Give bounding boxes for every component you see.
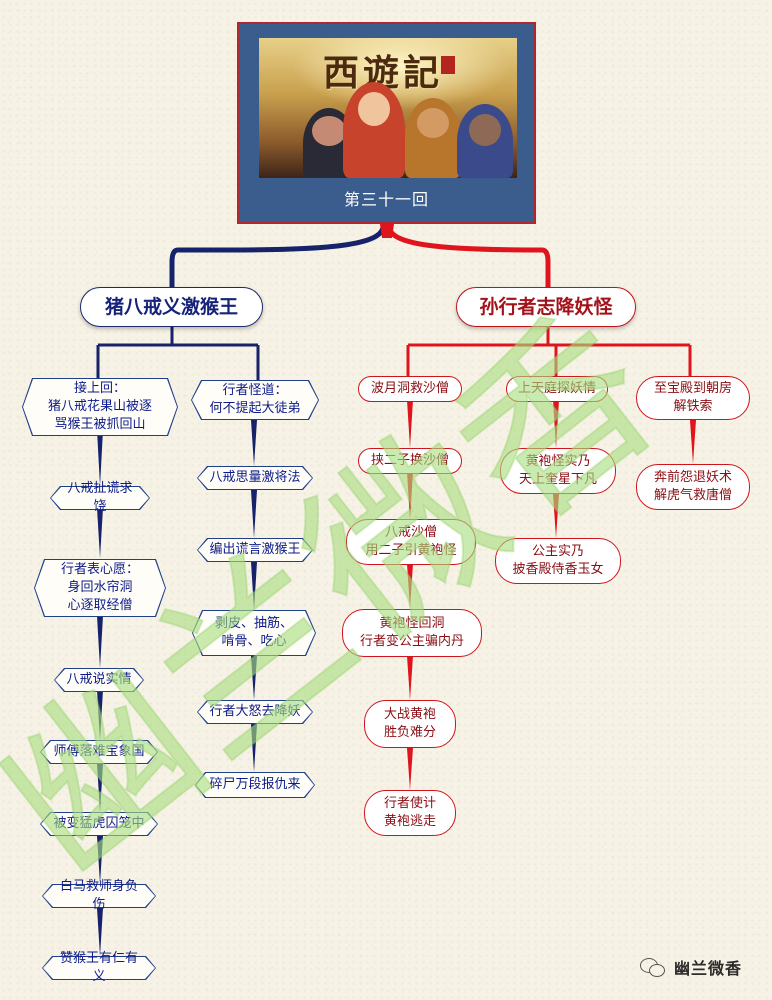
left-col1-links (97, 430, 103, 956)
node-left2-2: 编出谎言激猴王 (197, 538, 313, 562)
node-left1-1: 八戒扯谎求饶 (50, 481, 150, 514)
node-left2-4: 行者大怒去降妖 (197, 700, 313, 724)
branch-left: 猪八戒义激猴王 (80, 287, 263, 327)
node-text: 行者怪道： 何不提起大徒弟 (209, 383, 301, 416)
right-col3-links (690, 420, 696, 464)
node-left1-5: 被变猛虎囚笼中 (40, 812, 158, 836)
node-text: 赞猴王有仁有义 (59, 951, 138, 984)
chapter-header: 西遊記 第三十一回 (237, 22, 536, 224)
right-col2-links (553, 400, 559, 538)
node-text: 八戒思量激将法 (209, 470, 301, 485)
node-left1-4: 师傅落难宝象国 (40, 740, 158, 764)
figure-sandy (457, 104, 513, 178)
brand-name: 幽兰微香 (674, 959, 743, 978)
node-right3-0: 至宝殿到朝房 解铁索 (636, 376, 750, 420)
node-left2-1: 八戒思量激将法 (197, 466, 313, 490)
trunk-left (169, 225, 386, 290)
node-right1-1: 挟二子换沙僧 (358, 448, 462, 474)
node-text: 行者表心愿： 身回水帘洞 心逐取经僧 (60, 562, 139, 613)
node-right2-1: 黄袍怪实乃 天上奎星下凡 (500, 448, 616, 494)
branch-right: 孙行者志降妖怪 (456, 287, 636, 327)
node-right2-2: 公主实乃 披香殿侍香玉女 (495, 538, 621, 584)
node-right1-3: 黄袍怪回洞 行者变公主骗内丹 (342, 609, 482, 657)
node-left2-5: 碎尸万段报仇来 (195, 772, 315, 798)
node-text: 八戒扯谎求饶 (67, 481, 133, 514)
right-branch-split (406, 327, 692, 378)
node-text: 行者大怒去降妖 (209, 704, 301, 719)
left-branch-split (96, 327, 260, 380)
node-left1-3: 八戒说实情 (54, 668, 144, 692)
node-text: 碎尸万段报仇来 (209, 777, 301, 792)
figure-monkey (405, 98, 461, 178)
node-text: 师傅落难宝象国 (53, 744, 145, 759)
right-col1-links (407, 400, 413, 790)
node-text: 八戒说实情 (66, 672, 132, 687)
node-left2-0: 行者怪道： 何不提起大徒弟 (191, 380, 319, 420)
poster-image: 西遊記 (259, 38, 517, 178)
node-right1-2: 八戒沙僧 用二子引黄袍怪 (346, 519, 476, 565)
node-left1-7: 赞猴王有仁有义 (42, 951, 156, 984)
node-left2-3: 剥皮、抽筋、 啃骨、吃心 (192, 610, 316, 656)
chapter-title: 第三十一回 (343, 190, 429, 209)
node-left1-2: 行者表心愿： 身回水帘洞 心逐取经僧 (34, 559, 166, 617)
node-right1-5: 行者使计 黄袍逃走 (364, 790, 456, 836)
node-left1-6: 白马救师身负伤 (42, 879, 156, 912)
node-text: 编出谎言激猴王 (209, 542, 301, 557)
node-right2-0: 上天庭探妖情 (506, 376, 608, 402)
node-text: 白马救师身负伤 (59, 879, 138, 912)
node-right3-1: 奔前怨退妖术 解虎气救唐僧 (636, 464, 750, 510)
left-col2-links (251, 420, 257, 772)
node-right1-0: 波月洞救沙僧 (358, 376, 462, 402)
figure-monk (343, 82, 405, 178)
node-right1-4: 大战黄袍 胜负难分 (364, 700, 456, 748)
node-text: 接上回： 猪八戒花果山被逐 骂猴王被抓回山 (47, 381, 152, 432)
trunk-stem (380, 224, 394, 238)
trunk-right (386, 225, 551, 290)
node-text: 剥皮、抽筋、 啃骨、吃心 (214, 616, 293, 649)
wechat-icon (640, 956, 666, 978)
node-text: 被变猛虎囚笼中 (53, 816, 145, 831)
brand-footer: 幽兰微香 (640, 954, 742, 980)
seal-stamp (441, 56, 455, 74)
node-left1-0: 接上回： 猪八戒花果山被逐 骂猴王被抓回山 (22, 378, 178, 436)
